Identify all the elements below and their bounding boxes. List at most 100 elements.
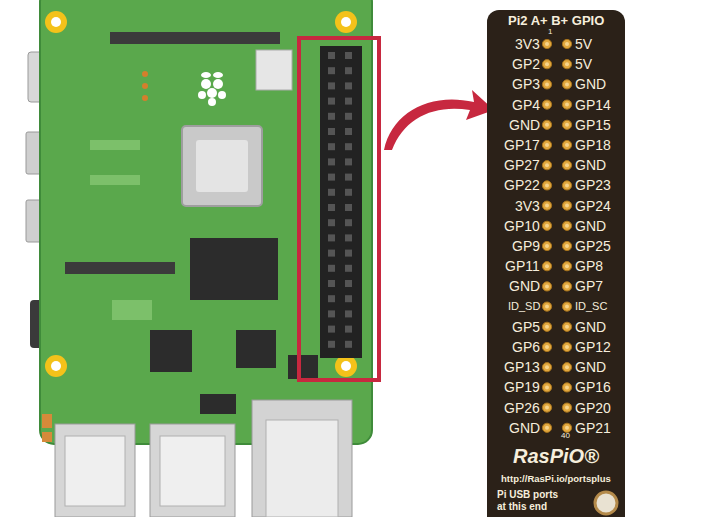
- header-pin: [328, 113, 335, 120]
- pin-name: 3V3: [515, 37, 540, 51]
- pcb-pad: [42, 432, 52, 442]
- pin-number: 1: [548, 28, 552, 36]
- header-pin: [328, 158, 335, 165]
- pin-pad: [565, 224, 569, 228]
- pin-name: GP3: [512, 77, 540, 91]
- pin-pad: [542, 383, 551, 392]
- pin-pad: [545, 305, 549, 309]
- pin-name: GND: [575, 320, 606, 334]
- pin-name: GP15: [575, 118, 611, 132]
- pin-pad: [542, 39, 551, 48]
- pin-name: GND: [509, 279, 540, 293]
- header-pin: [328, 341, 335, 348]
- pin-pad: [545, 224, 549, 228]
- pin-pad: [562, 201, 571, 210]
- pcb-pad: [42, 414, 52, 428]
- usb-controller-chip: [150, 330, 192, 372]
- pin-pad: [542, 161, 551, 170]
- header-pin: [345, 250, 352, 257]
- wifi-module: [256, 50, 292, 90]
- pin-pad: [565, 244, 569, 248]
- pcb-trace: [90, 140, 140, 150]
- pin-pad: [542, 322, 551, 331]
- pin-pad: [542, 201, 551, 210]
- pin-name: GND: [575, 360, 606, 374]
- pin-pad: [562, 60, 571, 69]
- pin-name: GP21: [575, 421, 611, 435]
- pcb-board: [40, 0, 372, 444]
- header-pin: [328, 234, 335, 241]
- header-pin: [328, 265, 335, 272]
- soc-chip: [196, 140, 248, 192]
- pin-name: 5V: [575, 37, 592, 51]
- mounting-hole: [341, 361, 351, 371]
- website-url: http://RasPi.io/portsplus: [501, 474, 611, 484]
- pin-pad: [565, 204, 569, 208]
- mounting-hole: [335, 11, 357, 33]
- pin-name: GP24: [575, 199, 611, 213]
- pin-name: GP9: [512, 239, 540, 253]
- pin-name: GP17: [504, 138, 540, 152]
- gpio-header: [320, 46, 362, 358]
- pin-pad: [565, 284, 569, 288]
- display-connector: [110, 32, 280, 44]
- card-heading: Pi2 A+ B+ GPIO: [508, 14, 604, 27]
- pin-pad: [542, 241, 551, 250]
- pin-pad: [562, 120, 571, 129]
- pin-name: GND: [575, 219, 606, 233]
- pin-name: GP26: [504, 401, 540, 415]
- pin-pad: [562, 302, 571, 311]
- pin-name: 3V3: [515, 199, 540, 213]
- pin-pad: [545, 204, 549, 208]
- pin-pad: [565, 305, 569, 309]
- pin-pad: [565, 426, 569, 430]
- pin-pad: [542, 100, 551, 109]
- pin-pad: [565, 103, 569, 107]
- header-pin: [345, 204, 352, 211]
- pin-pad: [545, 426, 549, 430]
- mounting-hole: [335, 355, 357, 377]
- header-pin: [345, 52, 352, 59]
- pin-pad: [545, 284, 549, 288]
- pin-name: GP2: [512, 57, 540, 71]
- pin-pad: [545, 163, 549, 167]
- ram-chip: [190, 238, 278, 300]
- pin-pad: [565, 325, 569, 329]
- pin-name: GP22: [504, 178, 540, 192]
- header-pin: [328, 98, 335, 105]
- pin-name: GP11: [505, 259, 540, 273]
- pin-pad: [565, 163, 569, 167]
- poe-header: [288, 355, 318, 379]
- highlight-box: [299, 38, 379, 380]
- pin-pad: [545, 123, 549, 127]
- pin-pad: [542, 221, 551, 230]
- pin-pad: [545, 244, 549, 248]
- header-pin: [328, 128, 335, 135]
- pin-pad: [545, 103, 549, 107]
- pin-name: GP19: [504, 380, 540, 394]
- header-pin: [328, 189, 335, 196]
- ethernet-chip: [236, 330, 276, 368]
- mounting-hole: [341, 17, 351, 27]
- orientation-note: Pi USB ports at this end: [497, 489, 569, 513]
- header-pin: [328, 310, 335, 317]
- pin-name: GND: [575, 77, 606, 91]
- pin-pad: [545, 82, 549, 86]
- header-pin: [345, 67, 352, 74]
- pin-pad: [562, 161, 571, 170]
- header-pin: [328, 250, 335, 257]
- pin-name: GP20: [575, 401, 611, 415]
- pin-pad: [545, 365, 549, 369]
- header-pin: [345, 82, 352, 89]
- pin-pad: [542, 262, 551, 271]
- header-pin: [345, 143, 352, 150]
- gpio-header: [320, 46, 362, 358]
- mounting-hole: [45, 355, 67, 377]
- pin-name: GP18: [575, 138, 611, 152]
- header-pin: [345, 326, 352, 333]
- pin-pad: [545, 62, 549, 66]
- pin-pad: [542, 140, 551, 149]
- usb-port: [150, 424, 235, 517]
- pointer-arrow: [384, 90, 494, 150]
- gpio-pinout-card: Pi2 A+ B+ GPIORasPiO®http://RasPi.io/por…: [487, 10, 625, 517]
